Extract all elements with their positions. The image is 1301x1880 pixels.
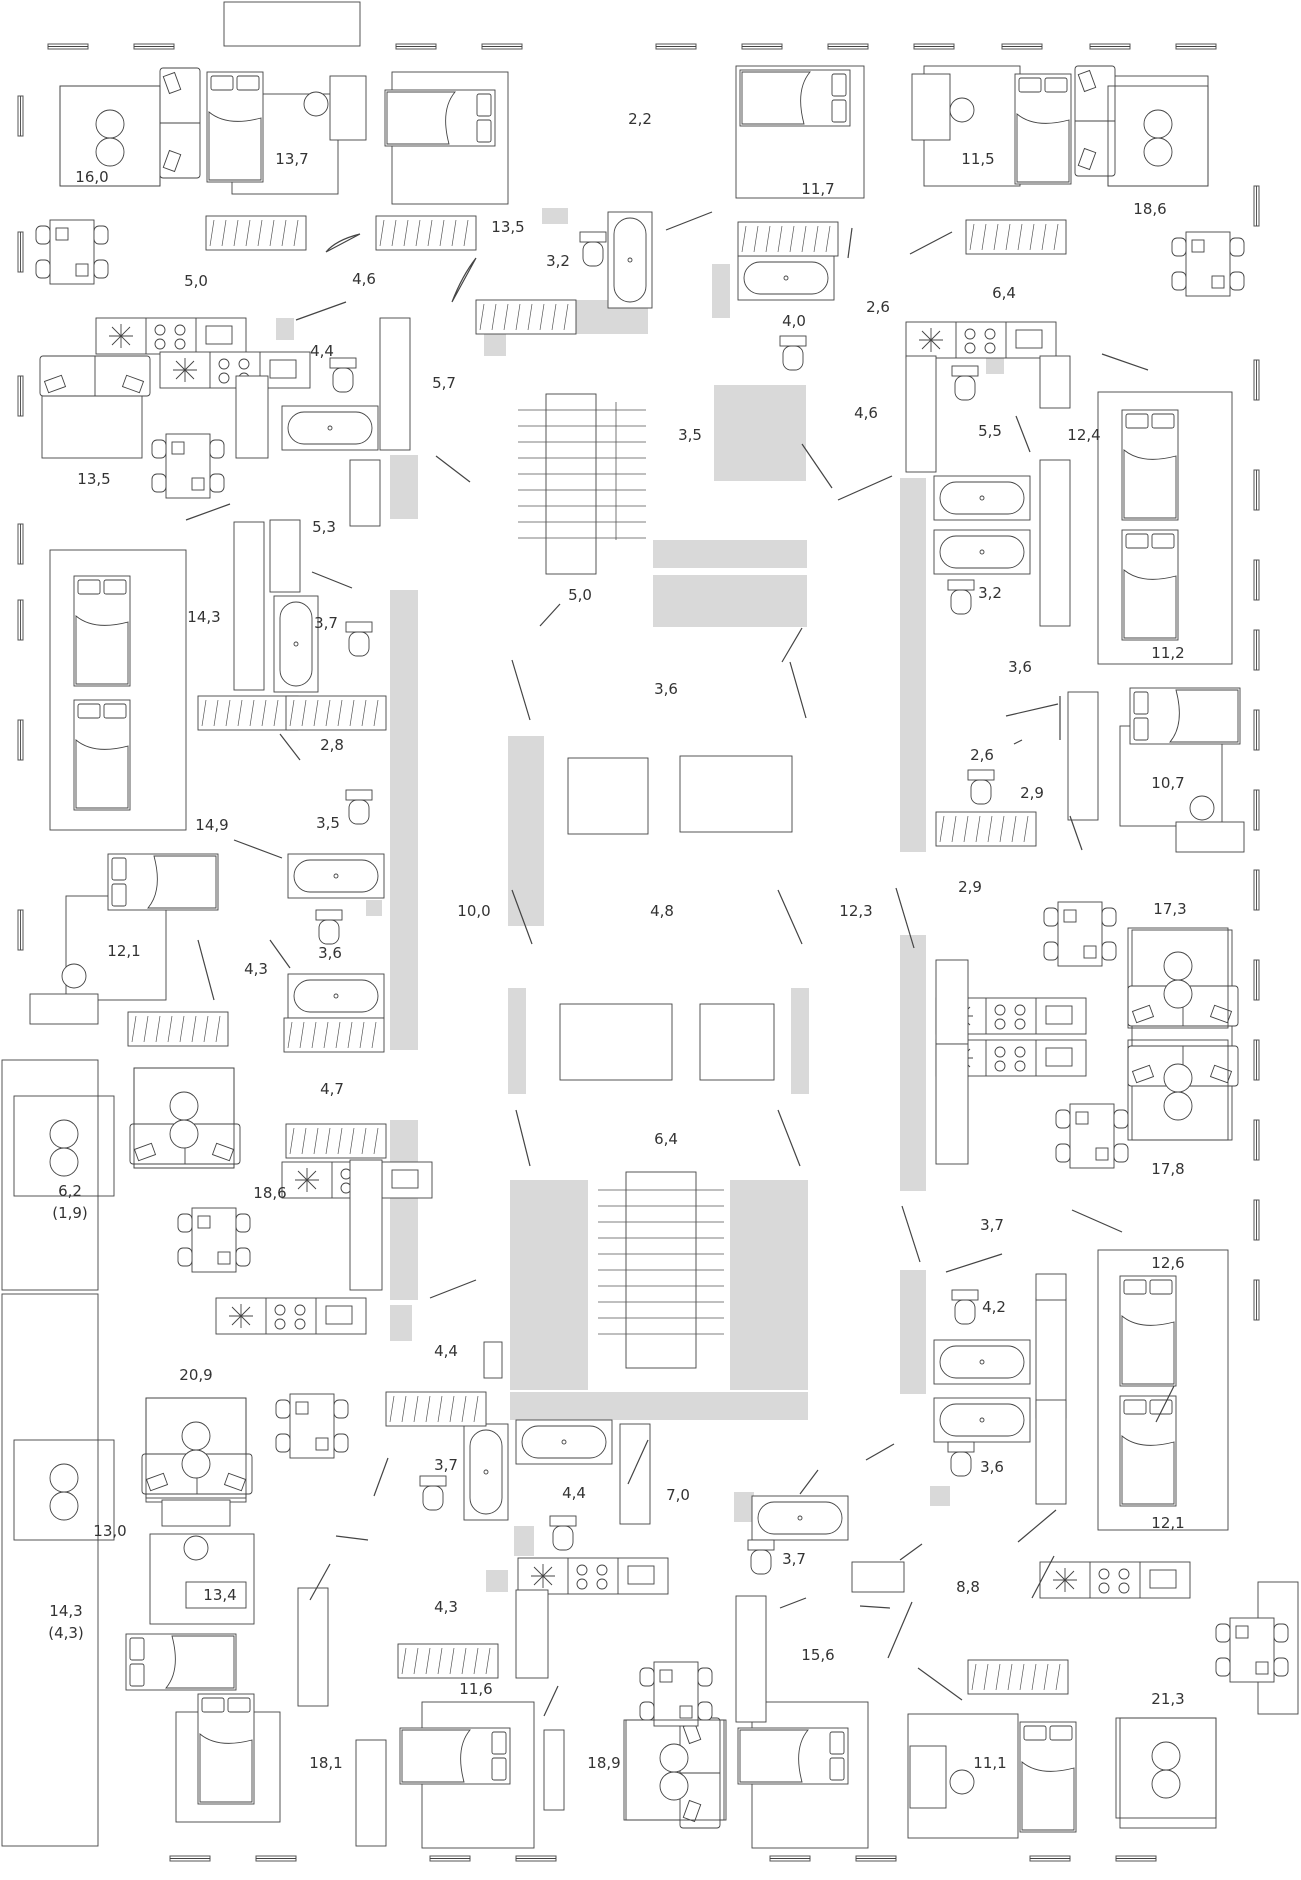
room-label: 17,8: [1151, 1160, 1184, 1178]
room-label: 10,7: [1151, 774, 1184, 792]
room-label: 21,3: [1151, 1690, 1184, 1708]
staircase-bottom: [598, 1171, 724, 1369]
room-label: 5,0: [184, 272, 208, 290]
room-label: 11,5: [961, 150, 994, 168]
room-label: 4,4: [434, 1342, 458, 1360]
room-label: 3,5: [678, 426, 702, 444]
room-label: 4,4: [562, 1484, 586, 1502]
kitchens: [95, 317, 1191, 1679]
room-label: 18,1: [309, 1754, 342, 1772]
room-label: 13,4: [203, 1586, 236, 1604]
room-label: 16,0: [75, 168, 108, 186]
room-label: 2,9: [1020, 784, 1044, 802]
room-label: 4,0: [782, 312, 806, 330]
room-label: 12,1: [107, 942, 140, 960]
shafts: [276, 208, 1058, 1592]
room-label: 12,1: [1151, 1514, 1184, 1532]
room-label: 10,0: [457, 902, 490, 920]
room-label: 11,2: [1151, 644, 1184, 662]
room-label: 8,8: [956, 1578, 980, 1596]
room-label: 4,6: [854, 404, 878, 422]
room-label: 3,7: [980, 1216, 1004, 1234]
desks: [29, 73, 1245, 1809]
room-label: 13,0: [93, 1522, 126, 1540]
room-label: 4,3: [434, 1598, 458, 1616]
room-label: 13,7: [275, 150, 308, 168]
room-label: (4,3): [48, 1624, 84, 1642]
room-label: 3,6: [654, 680, 678, 698]
room-label: 3,6: [318, 944, 342, 962]
room-label: 14,3: [49, 1602, 82, 1620]
room-label: (1,9): [52, 1204, 88, 1222]
staircase-top: [518, 393, 646, 575]
room-label: 14,9: [195, 816, 228, 834]
room-label: 2,6: [970, 746, 994, 764]
room-label: 4,2: [982, 1298, 1006, 1316]
room-label: 13,5: [77, 470, 110, 488]
room-label: 12,4: [1067, 426, 1100, 444]
room-label: 5,7: [432, 374, 456, 392]
room-label: 17,3: [1153, 900, 1186, 918]
room-label: 12,6: [1151, 1254, 1184, 1272]
room-label: 4,3: [244, 960, 268, 978]
room-label: 11,6: [459, 1680, 492, 1698]
room-label: 15,6: [801, 1646, 834, 1664]
room-label: 3,6: [980, 1458, 1004, 1476]
room-label: 3,7: [314, 614, 338, 632]
room-label: 5,3: [312, 518, 336, 536]
balconies: [1, 1059, 99, 1847]
room-label: 18,6: [1133, 200, 1166, 218]
room-label: 2,9: [958, 878, 982, 896]
room-label: 13,5: [491, 218, 524, 236]
room-label: 5,0: [568, 586, 592, 604]
room-label: 18,9: [587, 1754, 620, 1772]
room-label: 18,6: [253, 1184, 286, 1202]
room-label: 11,7: [801, 180, 834, 198]
room-label: 3,7: [434, 1456, 458, 1474]
room-label: 3,7: [782, 1550, 806, 1568]
room-label: 2,2: [628, 110, 652, 128]
room-label: 5,5: [978, 422, 1002, 440]
wardrobes: [127, 215, 1099, 1847]
room-label: 20,9: [179, 1366, 212, 1384]
room-label: 2,8: [320, 736, 344, 754]
lifts: [559, 755, 793, 1081]
room-label: 3,6: [1008, 658, 1032, 676]
room-label: 4,6: [352, 270, 376, 288]
doors: [185, 211, 1175, 1717]
room-label: 6,2: [58, 1182, 82, 1200]
room-label: 6,4: [992, 284, 1016, 302]
room-label: 4,7: [320, 1080, 344, 1098]
room-label: 14,3: [187, 608, 220, 626]
room-label: 12,3: [839, 902, 872, 920]
room-label: 4,8: [650, 902, 674, 920]
room-label: 6,4: [654, 1130, 678, 1148]
windows-bottom: [169, 1855, 1157, 1862]
room-labels: 16,0 13,7 13,5 2,2 3,2 11,7 11,5 18,6 5,…: [48, 110, 1186, 1772]
room-label: 3,2: [978, 584, 1002, 602]
room-label: 3,2: [546, 252, 570, 270]
room-label: 7,0: [666, 1486, 690, 1504]
room-label: 4,4: [310, 342, 334, 360]
windows-top: [47, 1, 1217, 50]
room-label: 2,6: [866, 298, 890, 316]
room-label: 3,5: [316, 814, 340, 832]
room-label: 11,1: [973, 1754, 1006, 1772]
